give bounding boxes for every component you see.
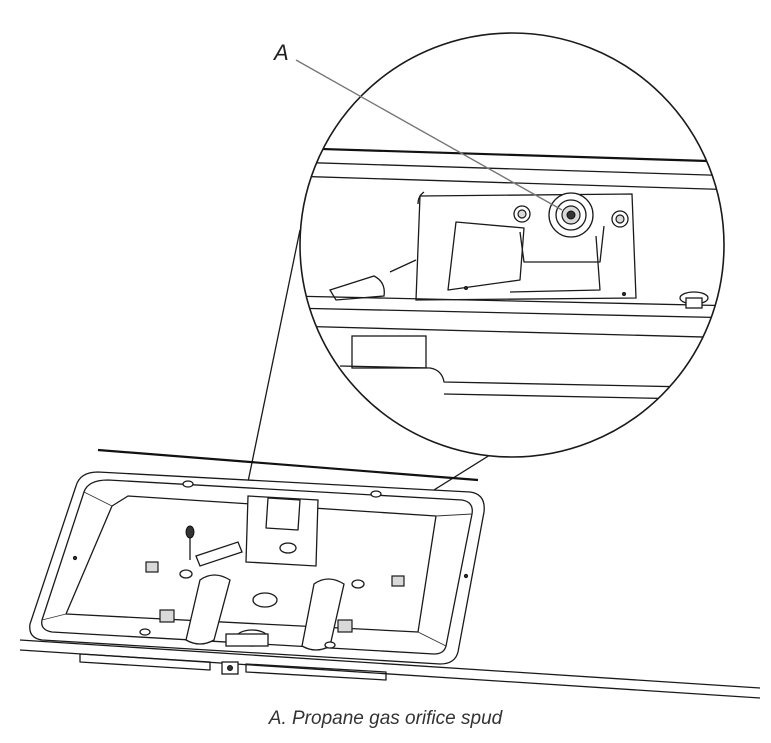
zoom-cutout-left [447, 221, 525, 291]
zoom-screw-center [517, 209, 527, 219]
tab-square [337, 619, 353, 633]
tray-back-edge [97, 448, 479, 482]
mount-hole [351, 579, 365, 589]
zoom-rail-top [300, 146, 724, 164]
igniter-tip-icon [185, 525, 195, 539]
tab-square [391, 575, 405, 587]
igniter-electrode [195, 541, 243, 567]
tab-square [145, 561, 159, 573]
tray-inner-rim [41, 479, 473, 655]
zoom-floor-rail [300, 295, 724, 307]
mount-hole [179, 569, 193, 579]
zoom-hole-icon [464, 286, 468, 290]
latch-hole-icon [227, 665, 233, 671]
callout-label-a: A [274, 40, 289, 65]
tray-bevel-line [435, 513, 473, 517]
tray-outer-frame [29, 471, 485, 665]
zoom-front-panel [351, 335, 427, 369]
orifice-hole [279, 542, 297, 554]
tray-floor [65, 495, 437, 633]
zoom-hole-icon [622, 292, 626, 296]
screw-icon [182, 480, 194, 488]
orifice-bracket [245, 495, 319, 567]
burner-tray [19, 448, 761, 699]
front-rail-panel [245, 663, 387, 681]
hole-icon [463, 573, 469, 579]
diagram-svg [19, 32, 761, 699]
figure-caption: A. Propane gas orifice spud [268, 708, 503, 729]
screw-icon [370, 490, 382, 498]
hole-icon [72, 555, 78, 561]
front-rail-panel [79, 653, 211, 671]
zoom-circle-outline [299, 32, 725, 458]
zoom-floor-rail [300, 307, 724, 319]
zoom-knob-stem [685, 297, 703, 309]
callout-leader-a [295, 59, 563, 211]
front-rail-top [19, 639, 761, 689]
tray-bevel-line [417, 631, 447, 647]
zoom-leader-left [242, 229, 301, 507]
zoom-rail [300, 161, 724, 177]
center-hole [252, 592, 278, 608]
zoom-cutout-edge [519, 225, 605, 263]
orifice-spud-hole-icon [566, 210, 576, 220]
zoom-igniter-electrode [329, 275, 385, 301]
burner-slot-left [185, 574, 231, 645]
tray-bevel-line [41, 613, 67, 621]
tray-bevel-line [83, 491, 113, 507]
screw-icon [139, 628, 151, 636]
zoom-plate-corner [417, 191, 425, 205]
zoom-detail [300, 146, 724, 401]
zoom-floor-rail [300, 325, 724, 339]
tab-square [159, 609, 175, 623]
zoom-cutout-right [509, 235, 601, 293]
bracket-cutout [265, 497, 301, 531]
zoom-front-edge [339, 365, 724, 389]
screw-icon [324, 641, 336, 649]
zoom-igniter-wire [389, 259, 417, 273]
zoom-screw-center [615, 214, 625, 224]
front-lip-plate [225, 633, 269, 647]
burner-tray-diagram [19, 32, 761, 699]
